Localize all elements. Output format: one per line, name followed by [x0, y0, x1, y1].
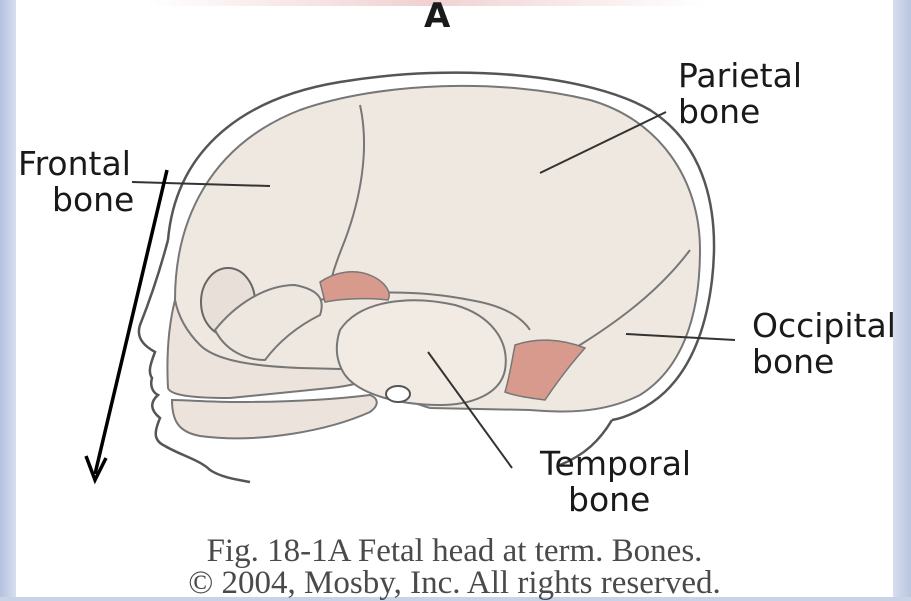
frontal-label-line2: bone: [18, 182, 134, 218]
occipital-label-line2: bone: [752, 344, 896, 380]
temporal-label-line1: Temporal: [540, 446, 691, 482]
occipital-bone-label: Occipital bone: [752, 308, 896, 380]
frontal-label-line1: Frontal: [18, 146, 134, 182]
figure-caption-line1: Fig. 18-1A Fetal head at term. Bones.: [16, 534, 893, 568]
temporal-bone-label: Temporal bone: [540, 446, 691, 518]
occipital-label-line1: Occipital: [752, 308, 896, 344]
parietal-label-line2: bone: [678, 94, 802, 130]
panel-letter: A: [424, 0, 450, 36]
figure-caption-line2: © 2004, Mosby, Inc. All rights reserved.: [16, 566, 893, 600]
temporal-squama: [337, 300, 506, 405]
mandible: [172, 395, 377, 438]
parietal-label-line1: Parietal: [678, 58, 802, 94]
parietal-bone-label: Parietal bone: [678, 58, 802, 130]
temporal-label-line2: bone: [540, 482, 691, 518]
frontal-bone-label: Frontal bone: [18, 146, 134, 218]
ear-canal: [386, 386, 410, 402]
